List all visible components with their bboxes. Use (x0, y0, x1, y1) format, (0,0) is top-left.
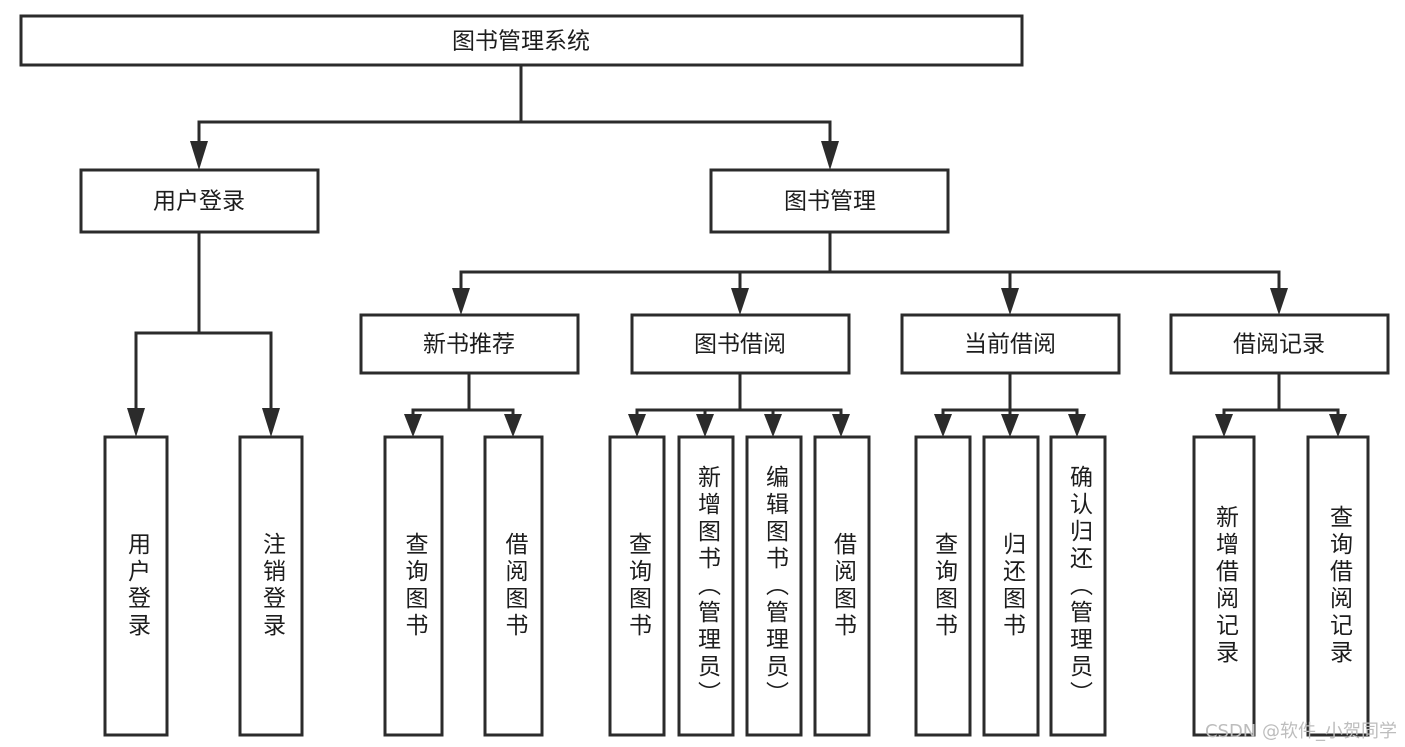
node-book-borrow-rect[interactable] (630, 313, 851, 375)
node-leaf-query-book-3-rect[interactable] (914, 435, 972, 737)
arrowhead-leaf-user-login (127, 408, 145, 437)
node-borrow-record-rect[interactable] (1169, 313, 1390, 375)
node-user-login-label: 用户登录 (153, 189, 245, 215)
node-borrow-record-label: 借阅记录 (1233, 332, 1325, 358)
node-current-borrow[interactable]: 当前借阅 (900, 313, 1121, 375)
connector-group-new-book-recommend (404, 371, 522, 437)
node-user-login-rect[interactable] (79, 168, 320, 234)
arrowhead-leaf-add-book (696, 414, 714, 437)
node-leaf-confirm-return-rect[interactable] (1049, 435, 1107, 737)
arrowhead-new-book-recommend (452, 288, 470, 315)
node-root[interactable]: 图书管理系统 (19, 14, 1024, 67)
node-new-book-recommend-label: 新书推荐 (423, 332, 515, 358)
node-book-manage-label: 图书管理 (784, 189, 876, 215)
node-leaf-return-book-rect[interactable] (982, 435, 1040, 737)
node-root-rect[interactable] (19, 14, 1024, 67)
connector-group-book-borrow (628, 371, 850, 437)
node-leaf-user-login-rect[interactable] (103, 435, 169, 737)
node-leaf-query-book-2-rect[interactable] (608, 435, 666, 737)
arrowhead-leaf-query-book-2 (628, 414, 646, 437)
node-leaf-add-book-rect[interactable] (677, 435, 735, 737)
node-book-borrow[interactable]: 图书借阅 (630, 313, 851, 375)
connector-group-current-borrow (934, 371, 1086, 437)
node-borrow-record[interactable]: 借阅记录 (1169, 313, 1390, 375)
node-user-login[interactable]: 用户登录 (79, 168, 320, 234)
connector-group-user-login (127, 230, 280, 437)
arrowhead-leaf-edit-book (764, 414, 782, 437)
arrowhead-current-borrow (1001, 288, 1019, 315)
arrowhead-leaf-query-book-3 (934, 414, 952, 437)
node-new-book-recommend-rect[interactable] (359, 313, 580, 375)
arrowhead-user-login (190, 141, 208, 170)
node-leaf-add-record-rect[interactable] (1192, 435, 1256, 737)
node-leaf-user-logout-rect[interactable] (238, 435, 304, 737)
arrowhead-leaf-borrow-book-1 (504, 414, 522, 437)
node-current-borrow-label: 当前借阅 (964, 332, 1056, 358)
node-current-borrow-rect[interactable] (900, 313, 1121, 375)
node-leaf-borrow-book-2-rect[interactable] (813, 435, 871, 737)
node-root-label: 图书管理系统 (452, 29, 590, 55)
csdn-watermark: CSDN @软件_小贺同学 (1204, 721, 1397, 742)
arrowhead-leaf-query-record (1329, 414, 1347, 437)
node-new-book-recommend[interactable]: 新书推荐 (359, 313, 580, 375)
arrowhead-leaf-borrow-book-2 (832, 414, 850, 437)
node-book-borrow-label: 图书借阅 (694, 332, 786, 358)
node-leaf-query-record-rect[interactable] (1306, 435, 1370, 737)
arrowhead-leaf-query-book-1 (404, 414, 422, 437)
connector-group-book-manage (452, 230, 1288, 315)
node-book-manage-rect[interactable] (709, 168, 950, 234)
node-leaf-edit-book-rect[interactable] (745, 435, 803, 737)
arrowhead-leaf-confirm-return (1068, 414, 1086, 437)
node-leaf-query-book-1-rect[interactable] (383, 435, 444, 737)
arrowhead-leaf-user-logout (262, 408, 280, 437)
leaf-boxes (103, 435, 1370, 737)
arrowhead-leaf-return-book (1001, 414, 1019, 437)
connector-group-borrow-record (1215, 371, 1347, 437)
node-leaf-borrow-book-1-rect[interactable] (483, 435, 544, 737)
arrowhead-book-manage (821, 141, 839, 170)
node-book-manage[interactable]: 图书管理 (709, 168, 950, 234)
arrowhead-leaf-add-record (1215, 414, 1233, 437)
arrowhead-book-borrow (731, 288, 749, 315)
connector-group-root (190, 63, 839, 170)
arrowhead-borrow-record (1270, 288, 1288, 315)
